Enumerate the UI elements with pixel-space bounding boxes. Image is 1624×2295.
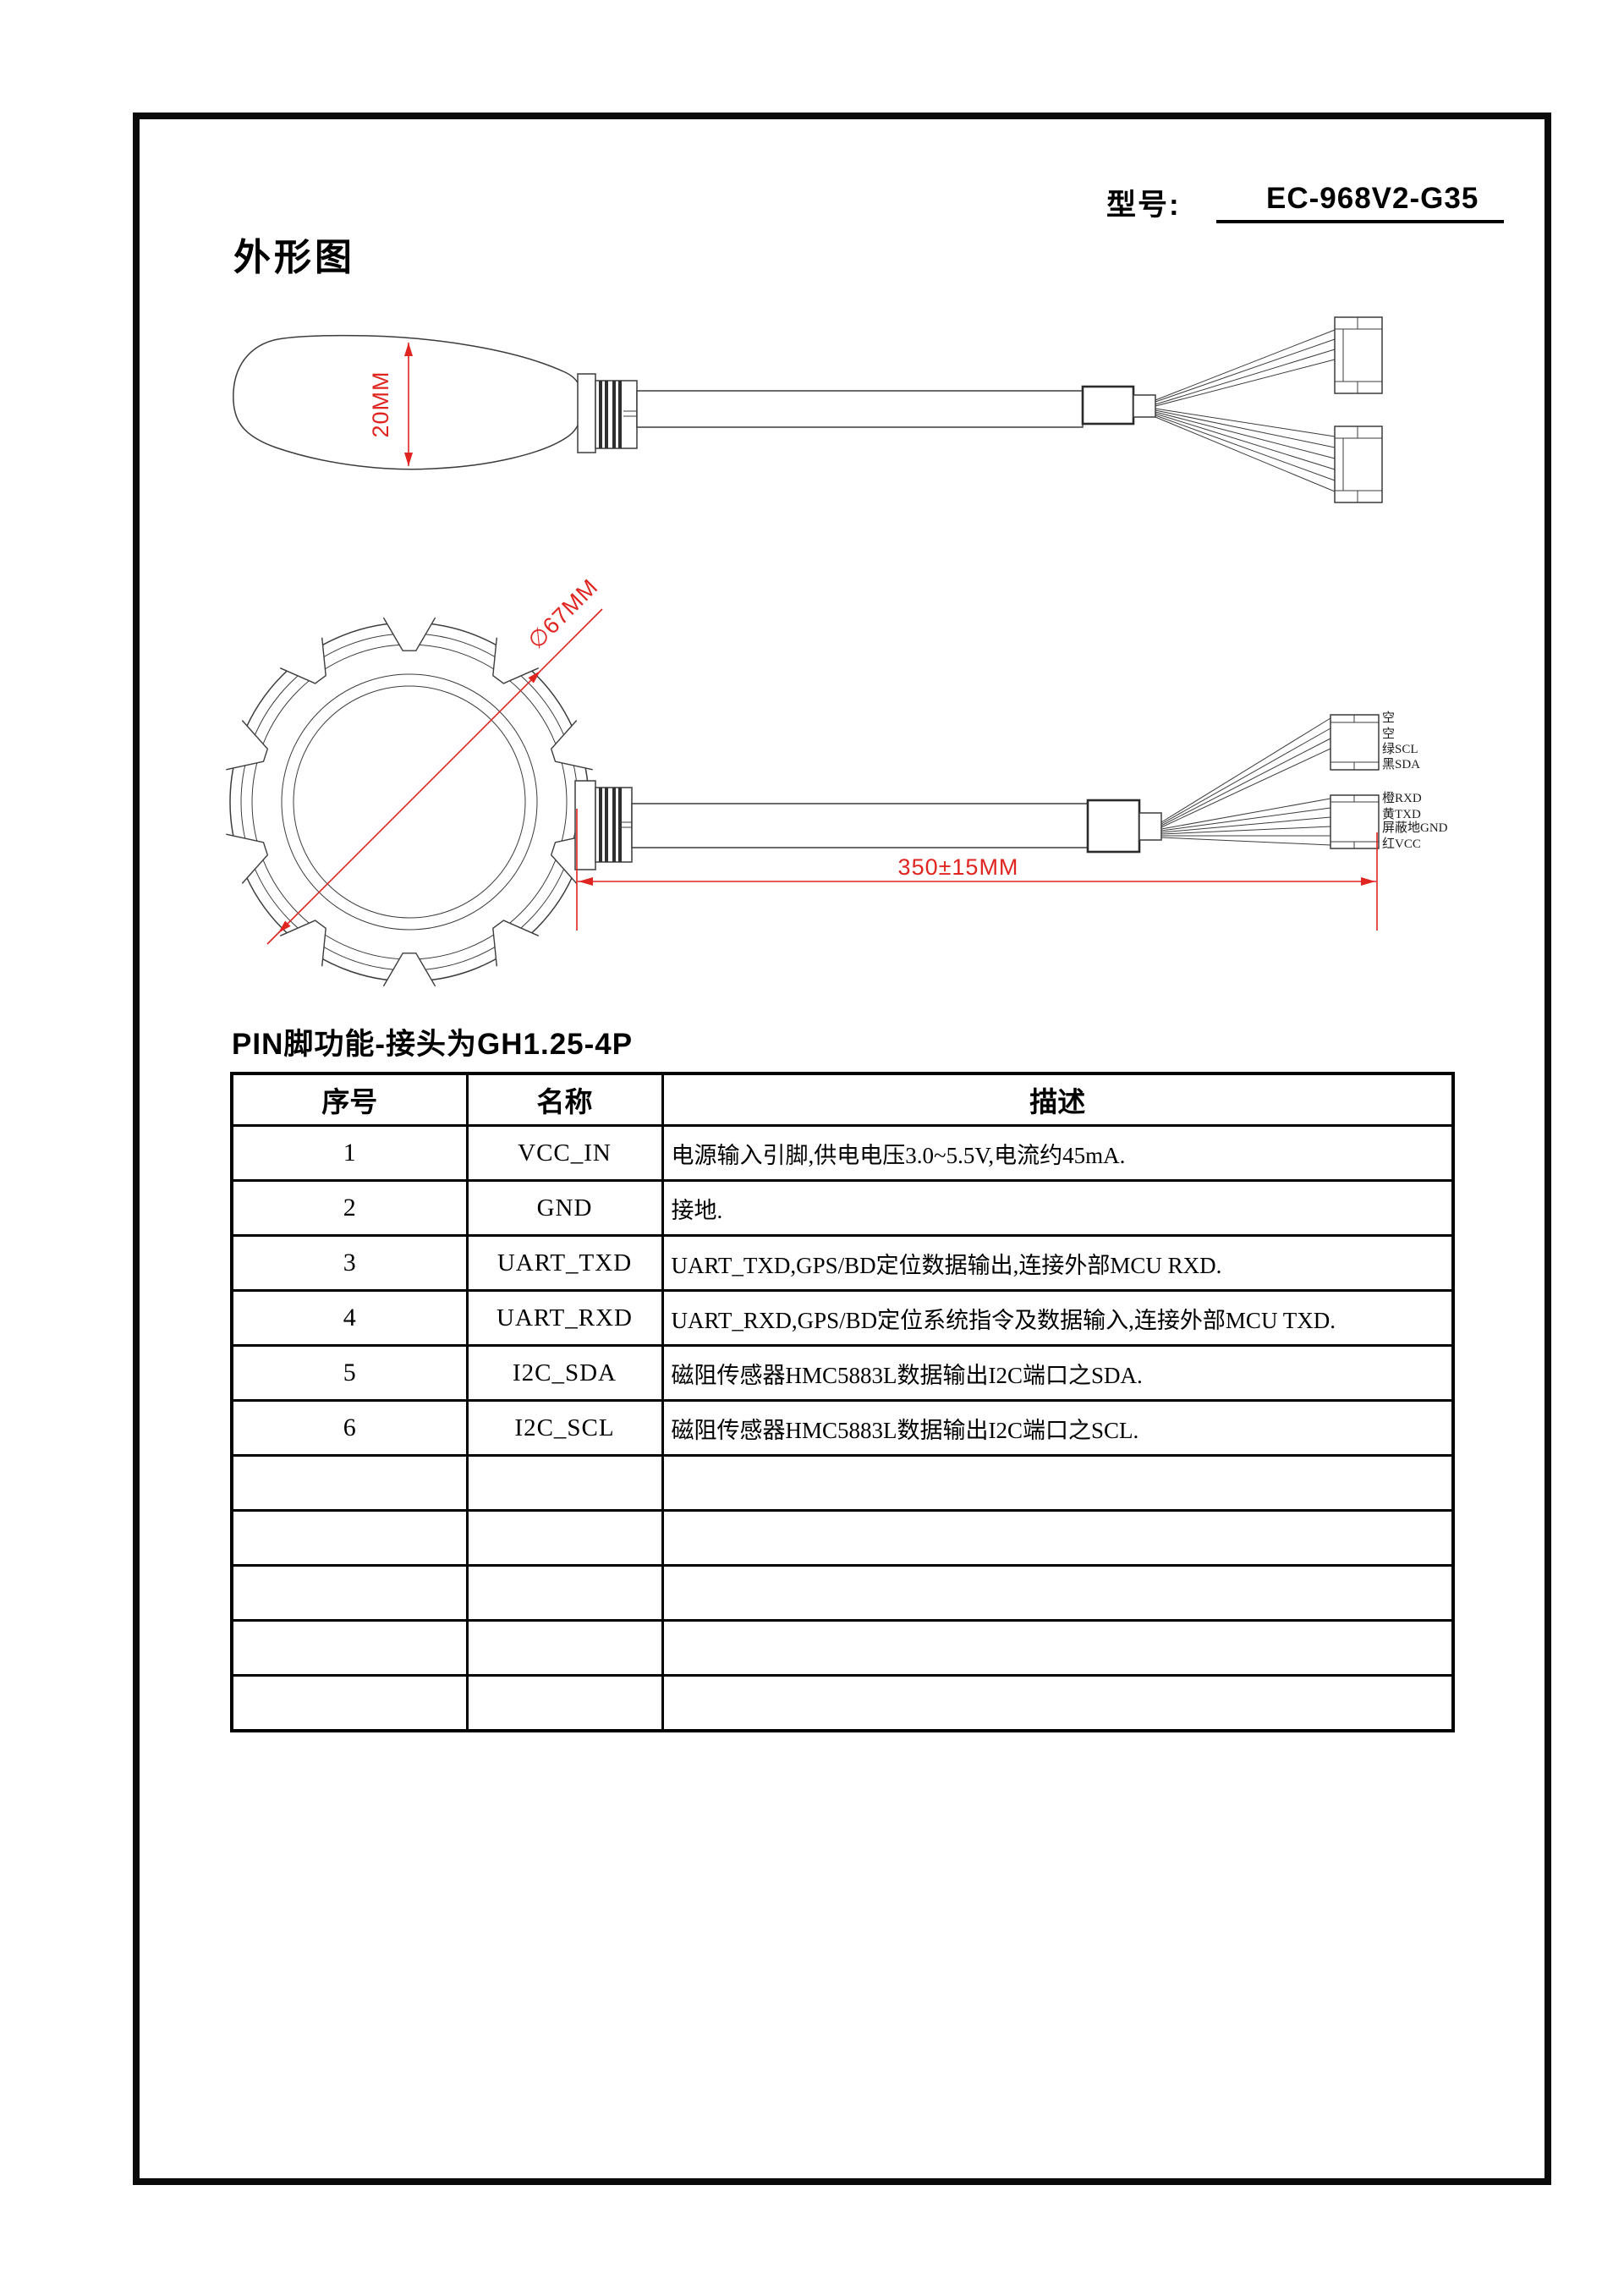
side-view-drawing: 20MM <box>233 316 1383 503</box>
dim-67mm: ∅67MM <box>266 574 603 945</box>
connector-i2c <box>1330 714 1380 771</box>
cell-no <box>230 1674 469 1732</box>
wire-label: 空 <box>1382 727 1395 741</box>
dim-20mm-label: 20MM <box>368 371 393 437</box>
wire-fan-top <box>1160 717 1331 846</box>
cell-name: VCC_IN <box>465 1124 664 1182</box>
strain-relief-top <box>574 780 596 870</box>
dim-20mm: 20MM <box>368 343 413 466</box>
col-header-name: 名称 <box>465 1072 664 1127</box>
cell-name <box>465 1619 664 1677</box>
table-row-empty <box>230 1674 1455 1732</box>
antenna-dome-outer <box>281 673 538 931</box>
cell-no: 4 <box>230 1289 469 1347</box>
cable-ferrule-top <box>1086 799 1141 854</box>
cable <box>636 390 1084 428</box>
cell-no: 5 <box>230 1344 469 1402</box>
cell-name <box>465 1564 664 1622</box>
cell-name <box>465 1674 664 1732</box>
cell-desc <box>661 1619 1455 1677</box>
strain-relief-ribs <box>595 380 638 449</box>
table-row-empty <box>230 1619 1455 1677</box>
model-label: 型号: <box>1106 189 1181 222</box>
table-row-empty <box>230 1454 1455 1512</box>
cell-desc <box>661 1674 1455 1732</box>
dim-350mm: 350±15MM <box>576 809 1378 931</box>
pin-table-title: PIN脚功能-接头为GH1.25-4P <box>232 1028 634 1061</box>
wire-label: 空 <box>1382 711 1395 725</box>
connector-lower <box>1334 426 1383 503</box>
cell-desc: UART_TXD,GPS/BD定位数据输出,连接外部MCU RXD. <box>661 1234 1455 1292</box>
table-row-empty <box>230 1509 1455 1567</box>
cell-no <box>230 1564 469 1622</box>
wire-label: 黑SDA <box>1382 758 1420 771</box>
table-row: 1 VCC_IN 电源输入引脚,供电电压3.0~5.5V,电流约45mA. <box>230 1124 1455 1182</box>
pin-table: 序号 名称 描述 1 VCC_IN 电源输入引脚,供电电压3.0~5.5V,电流… <box>230 1072 1455 1732</box>
scallop-notches <box>226 617 593 987</box>
cell-name: UART_TXD <box>465 1234 664 1292</box>
model-underline <box>1216 220 1504 223</box>
wire-label: 黄TXD <box>1382 807 1421 821</box>
table-row: 5 I2C_SDA 磁阻传感器HMC5883L数据输出I2C端口之SDA. <box>230 1344 1455 1402</box>
wire-label: 红VCC <box>1382 837 1421 851</box>
cell-desc: 接地. <box>661 1179 1455 1237</box>
page-border <box>133 113 1551 2185</box>
antenna-puck-side <box>233 334 583 470</box>
cable-top <box>631 803 1089 848</box>
wire-label: 绿SCL <box>1382 742 1418 756</box>
cell-name: UART_RXD <box>465 1289 664 1347</box>
top-view-drawing: 空 空 绿SCL 黑SDA 橙RXD 黄TXD 屏蔽地GND 红VCC ∅67M… <box>226 574 1448 987</box>
table-row: 4 UART_RXD UART_RXD,GPS/BD定位系统指令及数据输入,连接… <box>230 1289 1455 1347</box>
wire-label: 橙RXD <box>1382 791 1422 805</box>
page-title: 外形图 <box>233 237 355 278</box>
cell-no <box>230 1454 469 1512</box>
cell-desc: 电源输入引脚,供电电压3.0~5.5V,电流约45mA. <box>661 1124 1455 1182</box>
connector-uart <box>1330 794 1380 849</box>
dim-350mm-label: 350±15MM <box>898 854 1019 880</box>
cell-no: 2 <box>230 1179 469 1237</box>
cell-name <box>465 1454 664 1512</box>
table-row-empty <box>230 1564 1455 1622</box>
table-row: 2 GND 接地. <box>230 1179 1455 1237</box>
cell-desc: 磁阻传感器HMC5883L数据输出I2C端口之SDA. <box>661 1344 1455 1402</box>
strain-relief <box>577 373 596 453</box>
connector-upper <box>1334 316 1383 394</box>
antenna-dome-inner <box>293 685 526 919</box>
table-row: 3 UART_TXD UART_TXD,GPS/BD定位数据输出,连接外部MCU… <box>230 1234 1455 1292</box>
cell-no: 3 <box>230 1234 469 1292</box>
cable-ferrule <box>1081 385 1135 426</box>
cell-desc <box>661 1509 1455 1567</box>
wire-label: 屏蔽地GND <box>1382 821 1448 835</box>
cell-name: GND <box>465 1179 664 1237</box>
col-header-index: 序号 <box>230 1072 469 1127</box>
cell-name: I2C_SDA <box>465 1344 664 1402</box>
cable-tip-top <box>1138 812 1162 841</box>
cell-name <box>465 1509 664 1567</box>
cell-no: 1 <box>230 1124 469 1182</box>
table-header-row: 序号 名称 描述 <box>230 1072 1455 1127</box>
cell-desc <box>661 1564 1455 1622</box>
cable-tip <box>1133 394 1156 418</box>
dim-67mm-label: ∅67MM <box>523 574 602 653</box>
cell-no: 6 <box>230 1399 469 1457</box>
cell-name: I2C_SCL <box>465 1399 664 1457</box>
cell-desc: 磁阻传感器HMC5883L数据输出I2C端口之SCL. <box>661 1399 1455 1457</box>
cell-no <box>230 1509 469 1567</box>
cell-desc: UART_RXD,GPS/BD定位系统指令及数据输入,连接外部MCU TXD. <box>661 1289 1455 1347</box>
model-value: EC-968V2-G35 <box>1266 182 1479 215</box>
col-header-desc: 描述 <box>661 1072 1455 1127</box>
cell-desc <box>661 1454 1455 1512</box>
table-row: 6 I2C_SCL 磁阻传感器HMC5883L数据输出I2C端口之SCL. <box>230 1399 1455 1457</box>
wire-fan <box>1155 329 1336 492</box>
cell-no <box>230 1619 469 1677</box>
